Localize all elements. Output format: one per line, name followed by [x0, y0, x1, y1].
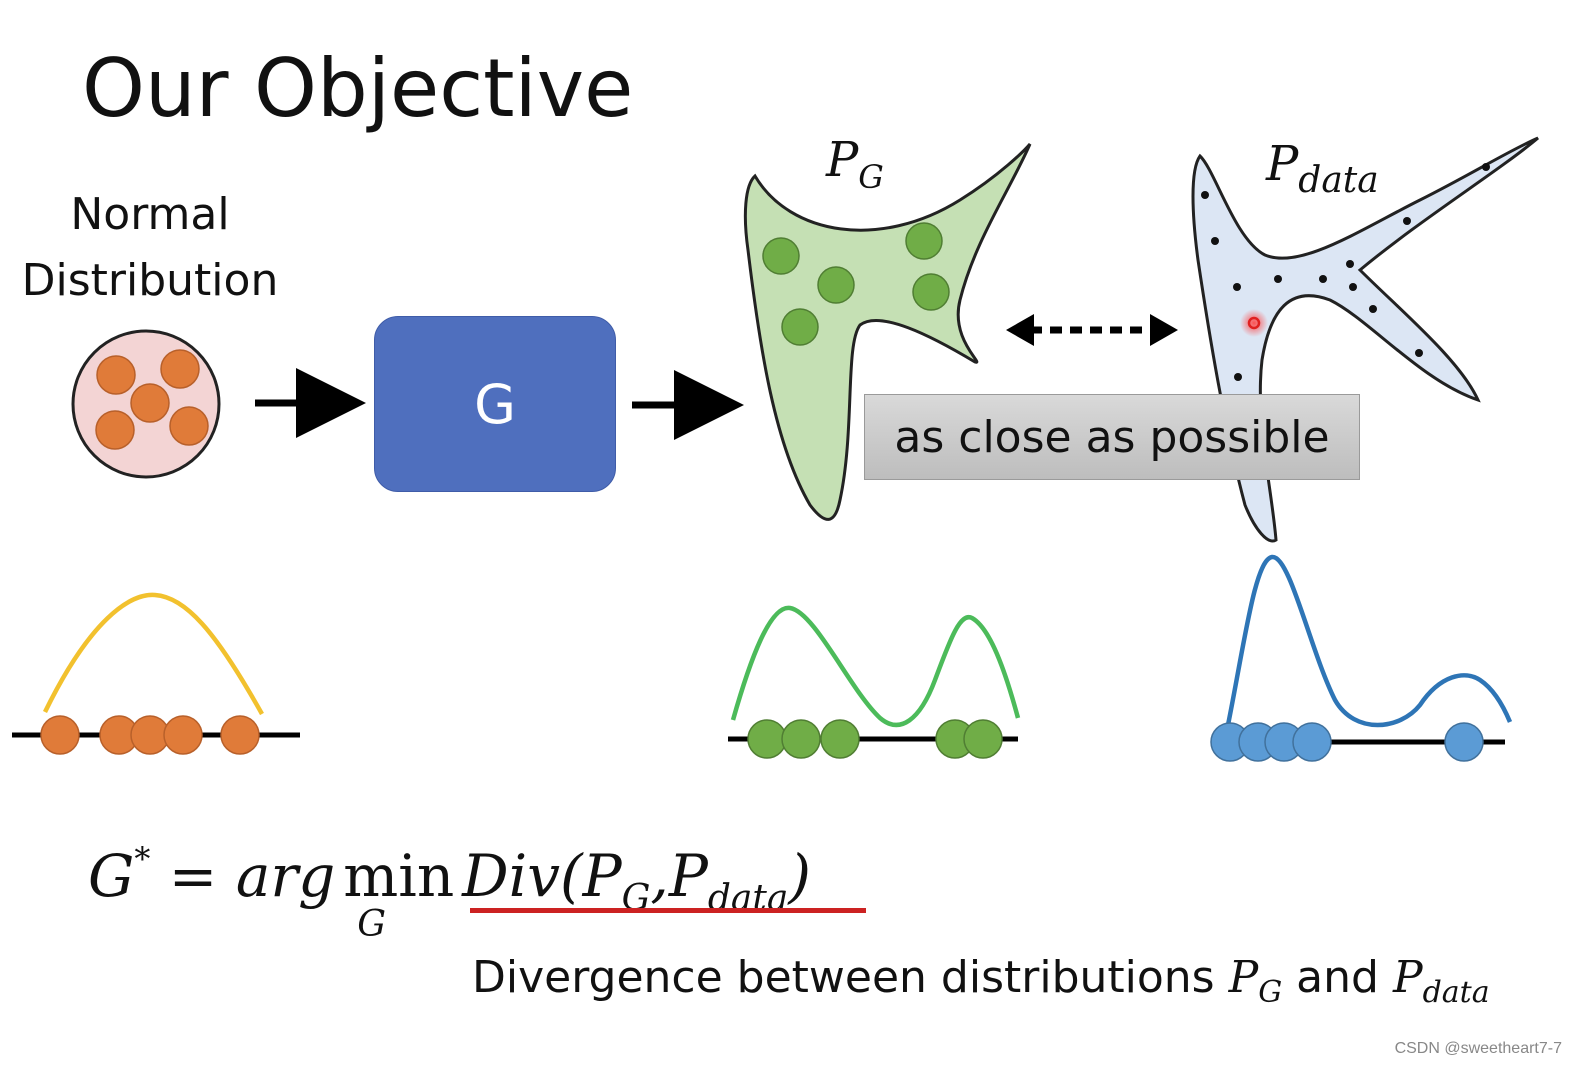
formula-min-text: min: [343, 842, 455, 910]
pg-distribution-shape: [743, 143, 1032, 521]
formula-div: Div(: [462, 842, 583, 910]
normal-distribution-sample-circle: [71, 329, 221, 479]
caption-and: and: [1296, 952, 1379, 1003]
caption-p1-sub: G: [1258, 975, 1283, 1010]
orange-sample-dot: [169, 406, 209, 446]
caption-p2-sub: data: [1422, 975, 1490, 1010]
normal-distribution-label: Normal Distribution: [0, 182, 300, 314]
caption-p2: P: [1392, 952, 1423, 1003]
formula-p1: P: [582, 842, 622, 910]
compare-double-arrow: [1006, 314, 1178, 346]
formula-close: ): [788, 842, 811, 910]
pg-1d-plot: [728, 605, 1021, 759]
pdata-label-sub: data: [1298, 160, 1379, 201]
formula-comma: ,: [650, 842, 669, 910]
divergence-underline: [470, 908, 866, 913]
orange-sample-dot: [95, 410, 135, 450]
normal-1d-plot: [12, 592, 300, 755]
generator-box: G: [374, 316, 616, 492]
normal-distribution-line1: Normal: [70, 189, 230, 240]
formula-arg: arg: [235, 842, 336, 910]
formula-eq: =: [168, 842, 218, 910]
orange-sample-dot: [160, 349, 200, 389]
pdata-label-p: P: [1266, 136, 1299, 192]
divergence-caption: Divergence between distributions PG and …: [472, 952, 1490, 1010]
caption-text: Divergence between distributions: [472, 952, 1215, 1003]
orange-sample-dot: [130, 383, 170, 423]
formula-p2: P: [668, 842, 708, 910]
caption-p1: P: [1228, 952, 1259, 1003]
pdata-1d-plot: [1210, 554, 1513, 762]
normal-distribution-line2: Distribution: [21, 255, 279, 306]
watermark: CSDN @sweetheart7-7: [1394, 1040, 1562, 1057]
pdata-label: Pdata: [1266, 136, 1379, 201]
page-title: Our Objective: [82, 42, 634, 135]
pg-label-sub: G: [858, 158, 884, 196]
cursor-highlight: [1240, 309, 1268, 337]
pg-sample-dots: [762, 222, 950, 346]
formula-lhs: G: [88, 842, 135, 910]
pdata-sample-dots: [1201, 163, 1490, 381]
pg-label: PG: [826, 132, 884, 196]
formula-min-sub: G: [357, 904, 387, 945]
as-close-as-possible-label: as close as possible: [864, 394, 1360, 480]
formula-star: *: [134, 840, 151, 878]
pg-label-p: P: [826, 132, 859, 188]
orange-sample-dot: [96, 355, 136, 395]
